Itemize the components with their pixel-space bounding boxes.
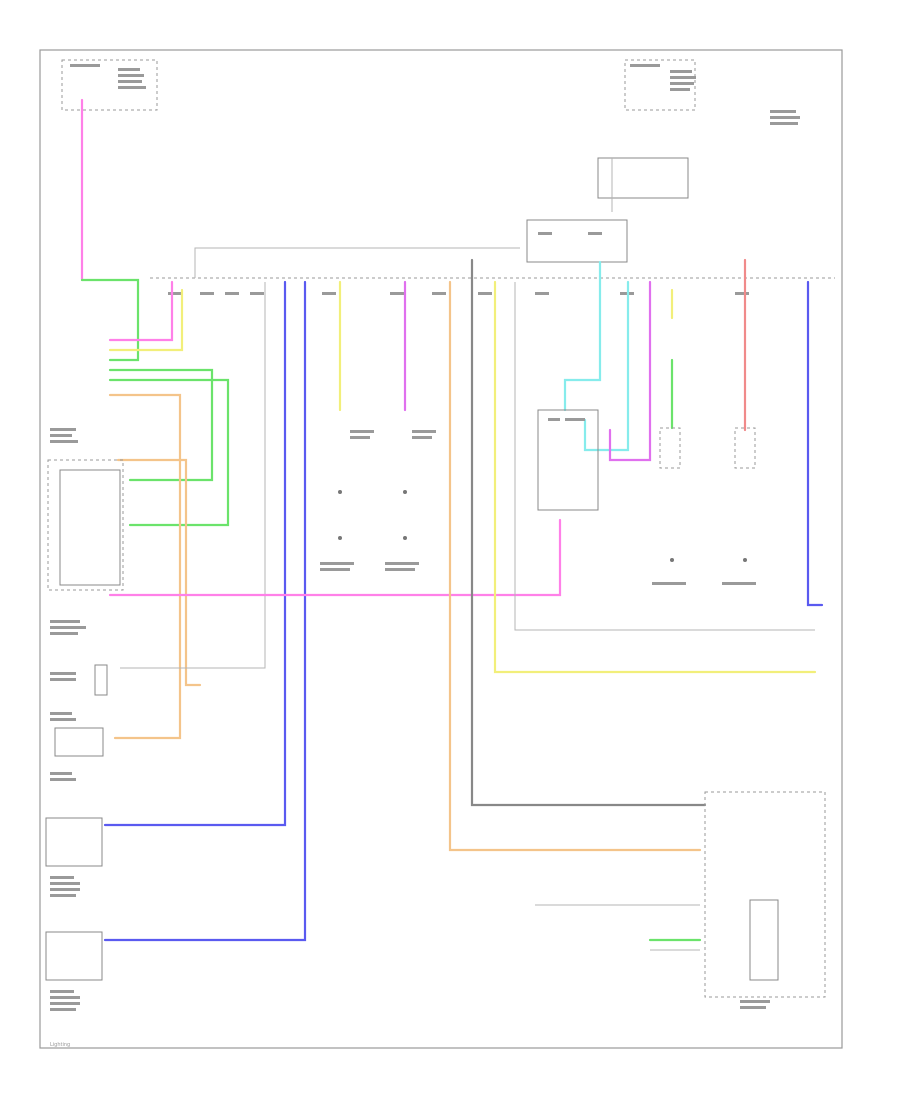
hazard-switch bbox=[50, 620, 108, 696]
wire-blue-1 bbox=[103, 280, 287, 827]
footer-label: Lighting bbox=[50, 1042, 70, 1048]
wire-cyan-2 bbox=[583, 280, 630, 452]
wire-green-supply bbox=[80, 278, 140, 362]
turn-signal-switch bbox=[47, 428, 124, 591]
wire-yellow-long bbox=[493, 280, 817, 674]
wire-gray-long bbox=[470, 258, 707, 807]
wire-blue-2 bbox=[103, 280, 307, 942]
front-left-lamp bbox=[45, 817, 103, 897]
fuse-block-right bbox=[624, 59, 800, 125]
right-rear-lamps bbox=[652, 427, 756, 585]
wire-blue-right bbox=[806, 280, 824, 607]
wire-gray-1 bbox=[120, 282, 266, 669]
left-front-turn-lamp bbox=[320, 430, 374, 571]
rear-left-lamp bbox=[45, 931, 103, 1011]
combination-meter bbox=[535, 791, 826, 1009]
flasher-relay bbox=[537, 409, 599, 511]
wire-magenta-2 bbox=[608, 280, 652, 462]
right-front-turn-lamp bbox=[385, 430, 436, 571]
wire-green-2 bbox=[108, 368, 214, 482]
wire-peach-2 bbox=[116, 458, 202, 687]
wire-pink-long bbox=[108, 518, 562, 597]
fuse-block-left bbox=[61, 59, 158, 111]
wire-peach-long bbox=[448, 280, 702, 852]
wire-gray-right bbox=[514, 282, 815, 631]
relay-box bbox=[526, 157, 689, 263]
wire-yellow-1 bbox=[108, 288, 184, 352]
clock-assembly bbox=[50, 712, 104, 781]
wire-peach-1 bbox=[108, 393, 182, 740]
wire-cyan-1 bbox=[563, 260, 602, 412]
wire-pink-2 bbox=[108, 280, 174, 342]
diagram-frame bbox=[39, 49, 843, 1049]
